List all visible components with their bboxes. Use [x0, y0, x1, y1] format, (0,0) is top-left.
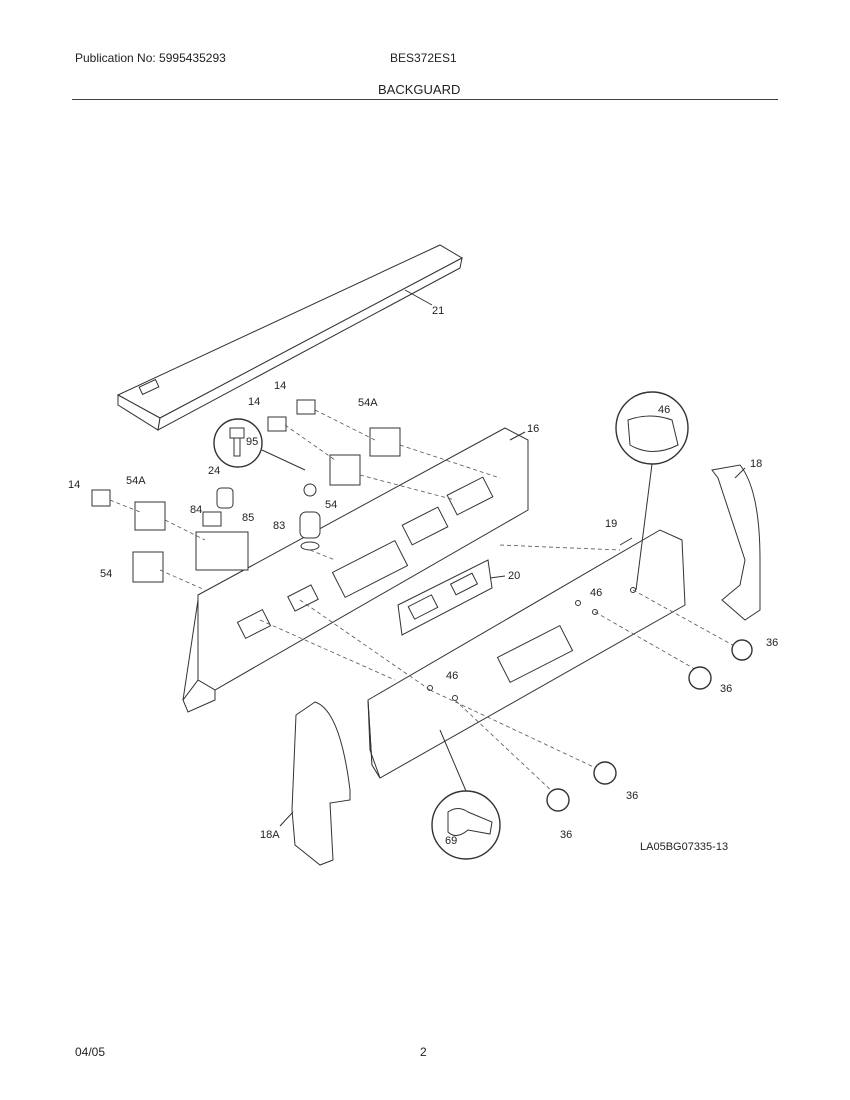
callout-69: 69: [445, 835, 457, 847]
part-21-top-trim: [116, 244, 464, 431]
callout-46: 46: [658, 404, 670, 416]
callout-54a: 54A: [126, 475, 146, 487]
callout-labels: 21 14 14 54A 16 46 18 95 24 14 54A 84 85…: [68, 305, 778, 853]
callout-84: 84: [190, 504, 202, 516]
part-36-knob-2: [688, 666, 712, 690]
part-36-knob-4: [546, 788, 570, 812]
callout-36: 36: [626, 790, 638, 802]
part-54-relay-mid: [329, 454, 361, 486]
publication-number: Publication No: 5995435293: [75, 51, 226, 65]
callout-18a: 18A: [260, 829, 280, 841]
callout-24: 24: [208, 465, 220, 477]
part-54a-relay-left: [134, 501, 166, 531]
header-divider: [72, 99, 778, 100]
callout-54: 54: [325, 499, 337, 511]
callout-21: 21: [432, 305, 444, 317]
callout-54: 54: [100, 568, 112, 580]
callout-20: 20: [508, 570, 520, 582]
callout-18: 18: [750, 458, 762, 470]
callout-95: 95: [246, 436, 258, 448]
detail-69-screw: [431, 729, 501, 860]
footer-date: 04/05: [75, 1045, 106, 1059]
callout-36: 36: [560, 829, 572, 841]
section-title: BACKGUARD: [378, 82, 461, 97]
part-18a-end-cap-left: [279, 701, 351, 866]
callout-85: 85: [242, 512, 254, 524]
callout-14: 14: [68, 479, 80, 491]
part-20-clock-board: [397, 559, 506, 636]
callout-46: 46: [446, 670, 458, 682]
part-14-switch-left: [91, 489, 111, 507]
part-54-relay-left: [132, 551, 164, 583]
callout-83: 83: [273, 520, 285, 532]
part-36-knob-1: [731, 639, 753, 661]
part-24-lamp: [216, 487, 234, 509]
assembly-lines: [109, 409, 739, 796]
callout-14: 14: [274, 380, 286, 392]
part-18-end-cap-right: [711, 464, 761, 621]
callout-36: 36: [766, 637, 778, 649]
part-36-knob-3: [593, 761, 617, 785]
drawing-id: LA05BG07335-13: [640, 841, 728, 853]
callout-14: 14: [248, 396, 260, 408]
callout-46: 46: [590, 587, 602, 599]
part-14-switch-b: [267, 416, 287, 432]
part-16-backguard-panel: [182, 427, 529, 713]
callout-19: 19: [605, 518, 617, 530]
part-84-switch: [202, 511, 222, 527]
model-number: BES372ES1: [390, 51, 457, 65]
callout-16: 16: [527, 423, 539, 435]
part-54a-relay-top: [369, 427, 401, 457]
part-83-valve: [299, 483, 321, 551]
detail-95-screw: [213, 418, 306, 471]
detail-46-knob-insert: [615, 391, 689, 591]
page-number: 2: [420, 1045, 427, 1059]
part-14-switch-a: [296, 399, 316, 415]
part-85-switch-block: [195, 531, 249, 571]
callout-54a: 54A: [358, 397, 378, 409]
callout-36: 36: [720, 683, 732, 695]
